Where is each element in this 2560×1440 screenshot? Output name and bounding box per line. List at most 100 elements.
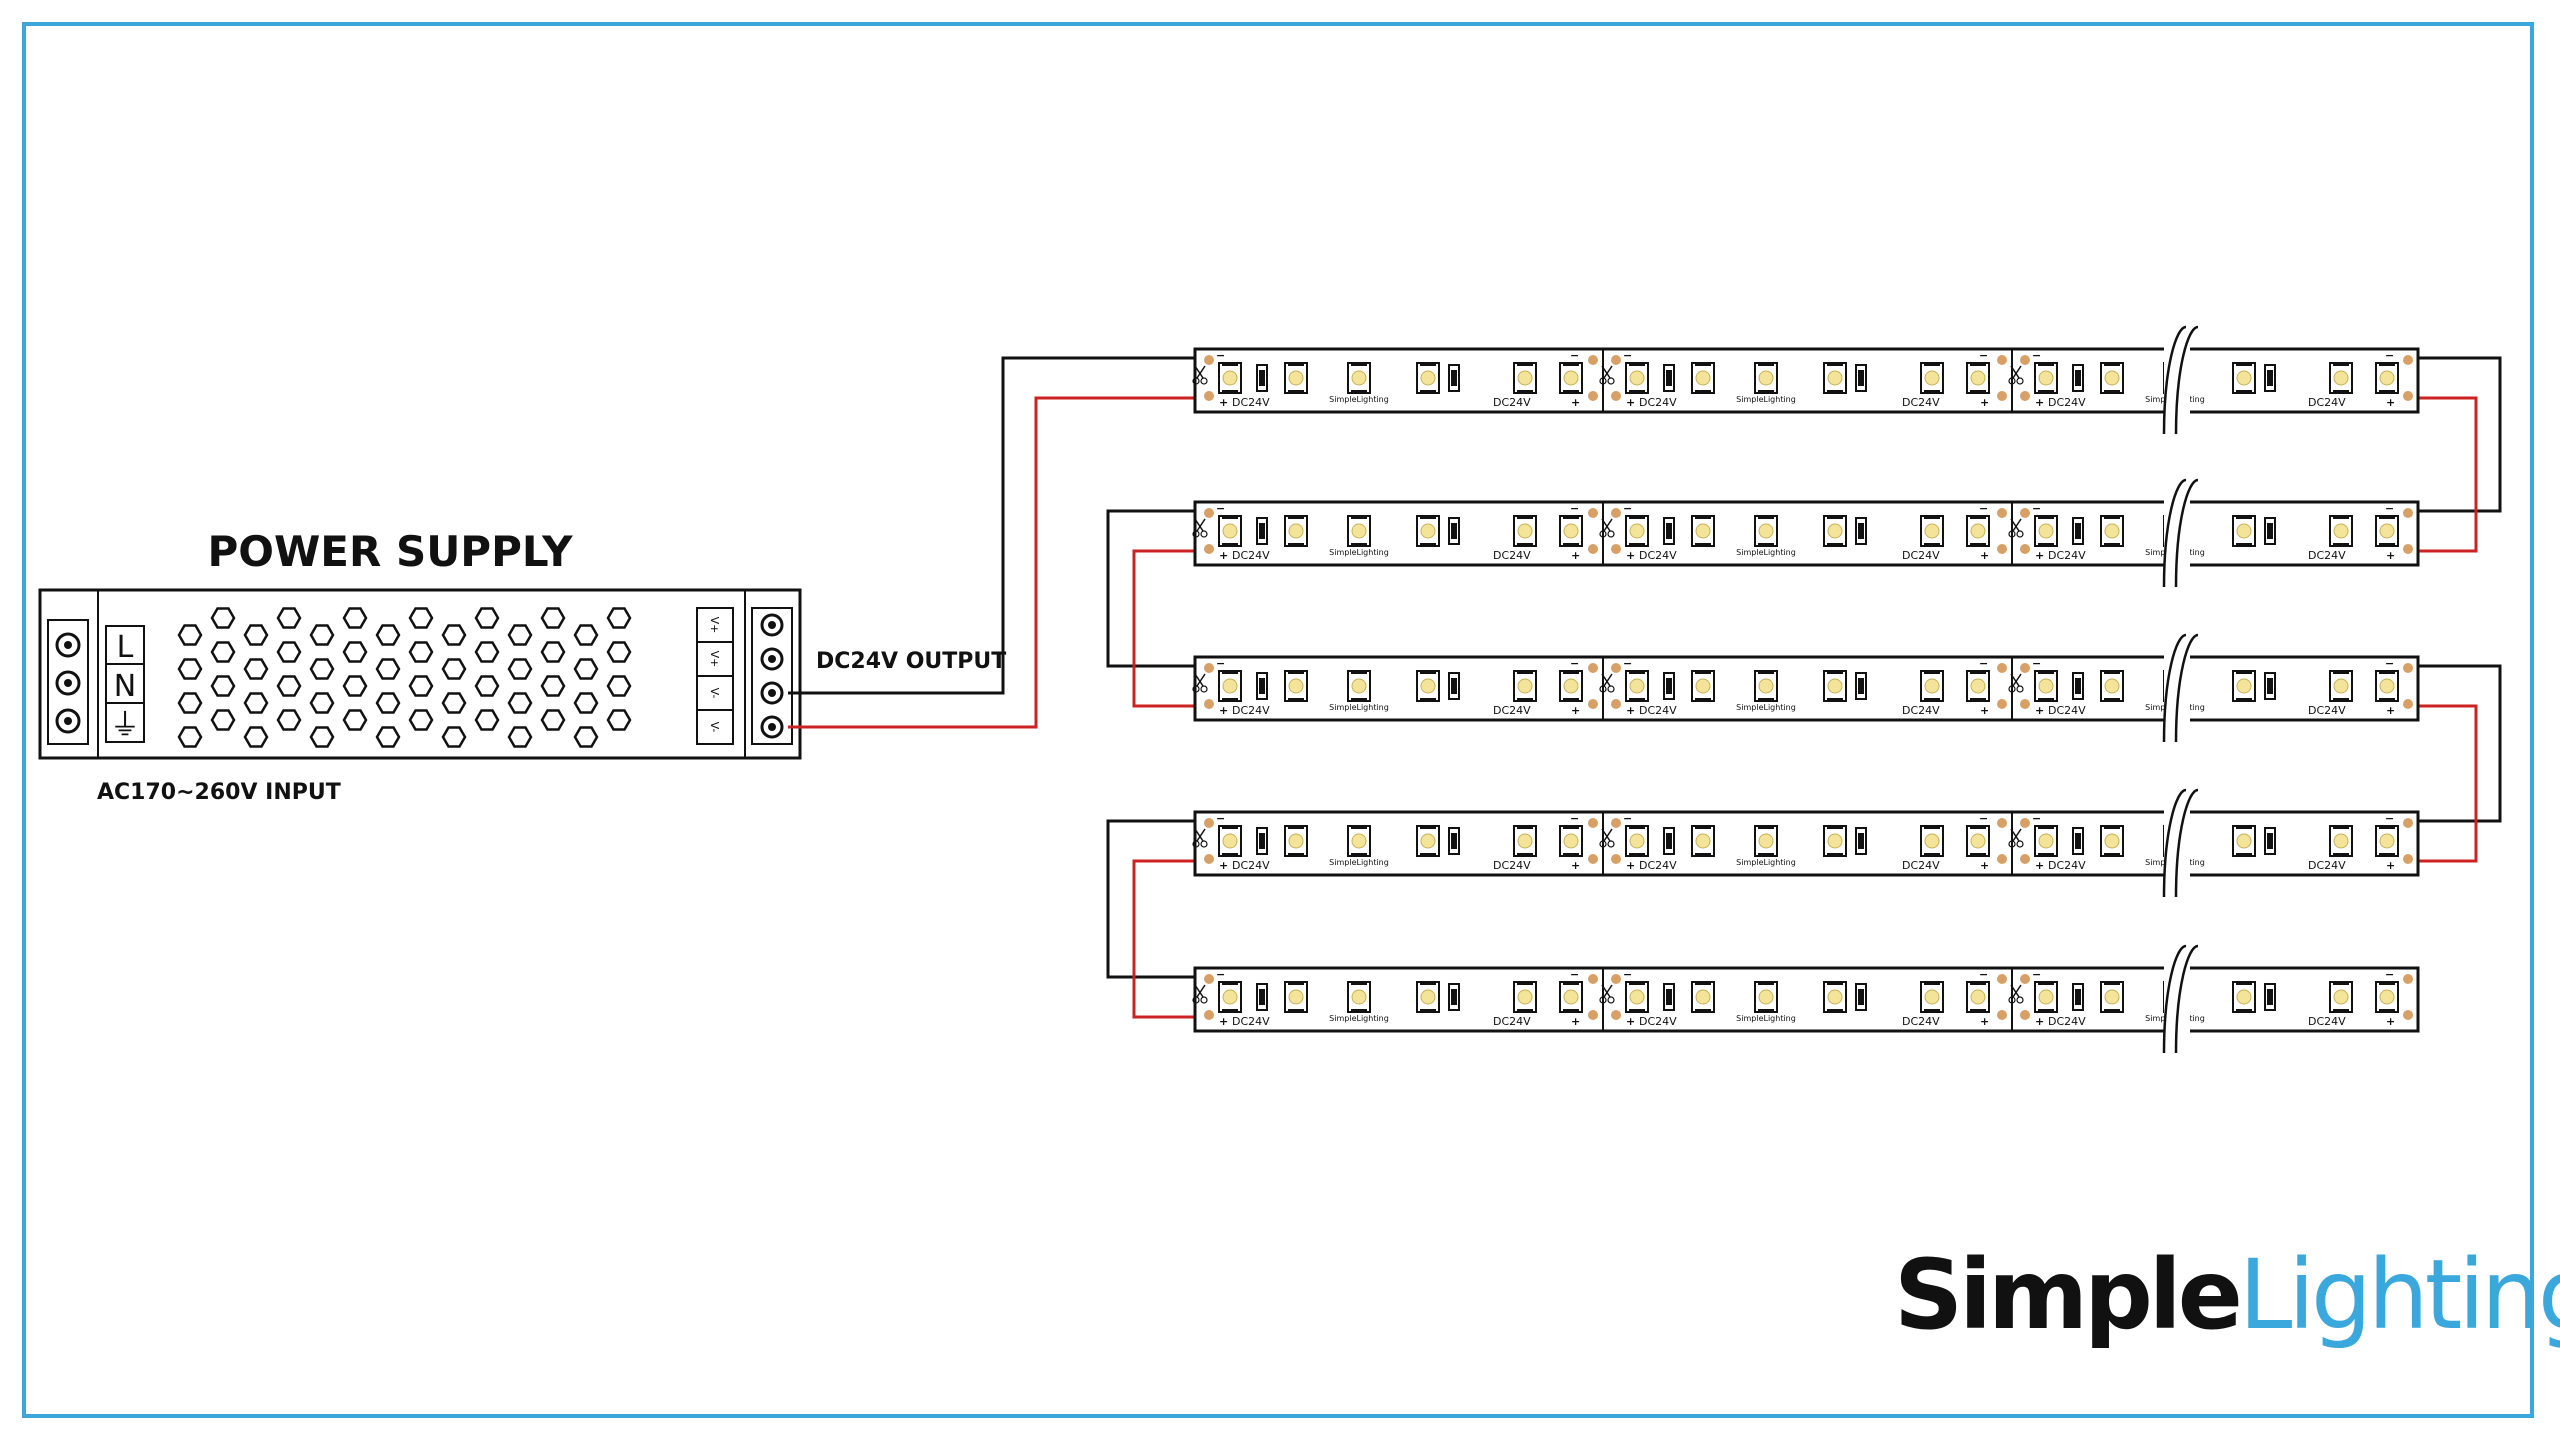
plus-symbol: + xyxy=(1980,1015,1989,1028)
led-chip xyxy=(1823,825,1847,857)
led-chip xyxy=(1284,362,1308,394)
voltage-label: DC24V xyxy=(1639,859,1677,872)
dc-label-vminus-2: V- xyxy=(708,722,721,733)
logo-lighting: Lighting xyxy=(2239,1239,2560,1351)
vent-hole xyxy=(243,658,269,680)
solder-pad xyxy=(1611,663,1621,673)
voltage-label: DC24V xyxy=(1639,704,1677,717)
led-chip xyxy=(1966,981,1990,1013)
solder-pad xyxy=(1611,974,1621,984)
voltage-label: DC24V xyxy=(2048,859,2086,872)
minus-symbol: − xyxy=(1216,968,1225,981)
resistor xyxy=(2072,364,2084,392)
minus-symbol: − xyxy=(1570,812,1579,825)
resistor xyxy=(2072,827,2084,855)
minus-symbol: − xyxy=(1216,657,1225,670)
minus-symbol: − xyxy=(2032,968,2041,981)
brand-label: SimpleLighting xyxy=(1329,858,1389,867)
solder-pad xyxy=(2403,854,2413,864)
led-chip xyxy=(1691,670,1715,702)
minus-symbol: − xyxy=(2032,349,2041,362)
led-chip xyxy=(1559,515,1583,547)
positive-wire xyxy=(1132,549,1210,708)
vent-hole xyxy=(507,624,533,646)
voltage-label: DC24V xyxy=(1232,1015,1270,1028)
voltage-label: DC24V xyxy=(1232,396,1270,409)
solder-pad xyxy=(1997,974,2007,984)
solder-pad xyxy=(1611,355,1621,365)
break-mark xyxy=(2162,944,2199,1054)
led-chip xyxy=(2232,670,2256,702)
solder-pad xyxy=(1997,544,2007,554)
vent-hole xyxy=(177,624,203,646)
voltage-label: DC24V xyxy=(1232,549,1270,562)
plus-symbol: + xyxy=(1980,704,1989,717)
led-chip xyxy=(1754,670,1778,702)
voltage-label: DC24V xyxy=(1232,704,1270,717)
negative-wire xyxy=(2400,356,2502,513)
minus-symbol: − xyxy=(1623,502,1632,515)
led-chip xyxy=(1347,515,1371,547)
solder-pad xyxy=(2020,818,2030,828)
diagram-frame xyxy=(22,22,2534,1418)
scissors-icon xyxy=(2008,984,2024,1004)
voltage-label: DC24V xyxy=(1493,704,1531,717)
led-chip xyxy=(2232,362,2256,394)
led-chip xyxy=(1416,670,1440,702)
screw-icon xyxy=(55,708,81,734)
solder-pad xyxy=(1588,663,1598,673)
led-chip xyxy=(1513,515,1537,547)
solder-pad xyxy=(1588,508,1598,518)
plus-symbol: + xyxy=(2386,1015,2395,1028)
led-chip xyxy=(1416,981,1440,1013)
led-chip xyxy=(2100,515,2124,547)
solder-pad xyxy=(1588,699,1598,709)
vent-hole xyxy=(243,692,269,714)
wiring xyxy=(788,356,2502,1019)
vent-hole xyxy=(573,658,599,680)
screw-icon xyxy=(55,632,81,658)
voltage-label: DC24V xyxy=(1493,549,1531,562)
plus-symbol: + xyxy=(2035,704,2044,717)
solder-pad xyxy=(1611,854,1621,864)
vent-hole xyxy=(441,692,467,714)
led-chip xyxy=(1754,825,1778,857)
voltage-label: DC24V xyxy=(2308,704,2346,717)
resistor xyxy=(1855,517,1867,545)
solder-pad xyxy=(2020,544,2030,554)
plus-symbol: + xyxy=(1219,549,1228,562)
voltage-label: DC24V xyxy=(1639,549,1677,562)
minus-symbol: − xyxy=(2385,968,2394,981)
voltage-label: DC24V xyxy=(1902,549,1940,562)
minus-symbol: − xyxy=(1623,657,1632,670)
positive-wire xyxy=(2400,704,2478,863)
resistor xyxy=(2264,364,2276,392)
led-chip xyxy=(2034,670,2058,702)
led-chip xyxy=(1691,981,1715,1013)
led-chip xyxy=(1347,362,1371,394)
solder-pad xyxy=(2020,663,2030,673)
power-supply-title: POWER SUPPLY xyxy=(207,527,573,576)
plus-symbol: + xyxy=(2386,549,2395,562)
led-chip xyxy=(2034,825,2058,857)
logo-simple: Simple xyxy=(1894,1239,2239,1351)
minus-symbol: − xyxy=(1623,812,1632,825)
plus-symbol: + xyxy=(2386,704,2395,717)
led-chip xyxy=(2375,981,2399,1013)
minus-symbol: − xyxy=(1979,657,1988,670)
resistor xyxy=(2264,517,2276,545)
vent-hole xyxy=(276,675,302,697)
led-chip xyxy=(1284,981,1308,1013)
break-mark xyxy=(2162,325,2199,435)
vent-hole xyxy=(474,641,500,663)
solder-pad xyxy=(1204,663,1214,673)
resistor xyxy=(2072,672,2084,700)
led-chip xyxy=(2232,515,2256,547)
solder-pad xyxy=(2403,974,2413,984)
plus-symbol: + xyxy=(1571,1015,1580,1028)
led-chip xyxy=(1513,981,1537,1013)
solder-pad xyxy=(2403,544,2413,554)
led-chip xyxy=(1347,981,1371,1013)
